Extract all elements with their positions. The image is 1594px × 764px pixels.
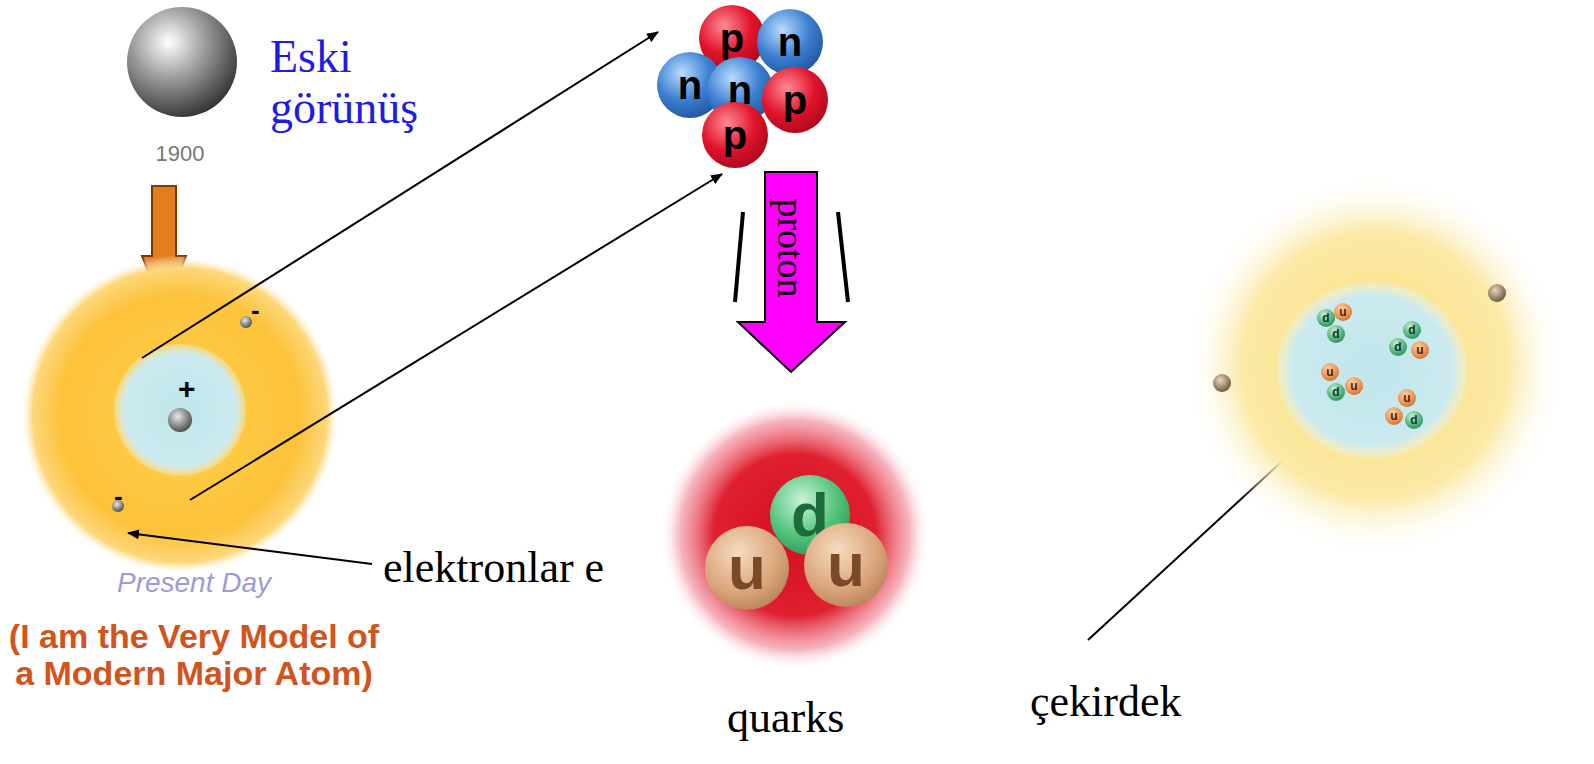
year-label: 1900	[156, 142, 205, 166]
particle-letter: u	[827, 534, 865, 596]
particle-letter: n	[778, 22, 802, 62]
quarks-label: quarks	[727, 694, 844, 742]
particle-letter: u	[1339, 306, 1346, 318]
old-view-label: Eski görünüş	[270, 32, 470, 133]
quark-dot: d	[1389, 338, 1407, 356]
motto-label: (I am the Very Model of a Modern Major A…	[4, 618, 384, 693]
quark-dot: d	[1327, 325, 1345, 343]
quark-dot: d	[1317, 309, 1335, 327]
particle-letter: u	[728, 537, 766, 599]
particle-letter: u	[1326, 366, 1333, 378]
charge-sign: +	[178, 372, 196, 405]
quark-ball: u	[705, 526, 789, 610]
particle-letter: p	[783, 80, 807, 120]
quark-dot: u	[1411, 341, 1429, 359]
particle-letter: d	[1332, 386, 1339, 398]
particle-letter: u	[1390, 410, 1397, 422]
particle-letter: d	[1408, 324, 1415, 336]
quark-dot: d	[1405, 411, 1423, 429]
present-day-label: Present Day	[4, 568, 384, 599]
quark-dot: u	[1321, 363, 1339, 381]
quark-dot: d	[1403, 321, 1421, 339]
proton-ball: p	[762, 67, 828, 133]
quark-dot: u	[1385, 407, 1403, 425]
charge-sign: -	[114, 482, 123, 511]
proton-arrow: proton	[736, 170, 848, 375]
neutron-ball: n	[757, 9, 823, 75]
particle-letter: u	[1403, 392, 1410, 404]
particle-letter: d	[1394, 341, 1401, 353]
particle-letter: d	[1410, 414, 1417, 426]
electron-label: elektronlar e	[383, 544, 604, 592]
particle-letter: p	[720, 18, 744, 58]
particle-letter: p	[723, 115, 747, 155]
particle-letter: u	[1416, 344, 1423, 356]
quark-dot: u	[1398, 389, 1416, 407]
particle-letter: u	[1350, 380, 1357, 392]
quark-dot: u	[1334, 303, 1352, 321]
proton-ball: p	[702, 102, 768, 168]
quark-dot: d	[1327, 383, 1345, 401]
quark-dot: u	[1345, 377, 1363, 395]
nucleus-label: çekirdek	[1030, 678, 1181, 726]
particle-letter: n	[678, 65, 702, 105]
arrow-text: proton	[772, 198, 810, 297]
particle-letter: d	[1322, 312, 1329, 324]
quark-ball: u	[804, 523, 888, 607]
particle-letter: d	[1332, 328, 1339, 340]
charge-sign: -	[251, 296, 260, 325]
